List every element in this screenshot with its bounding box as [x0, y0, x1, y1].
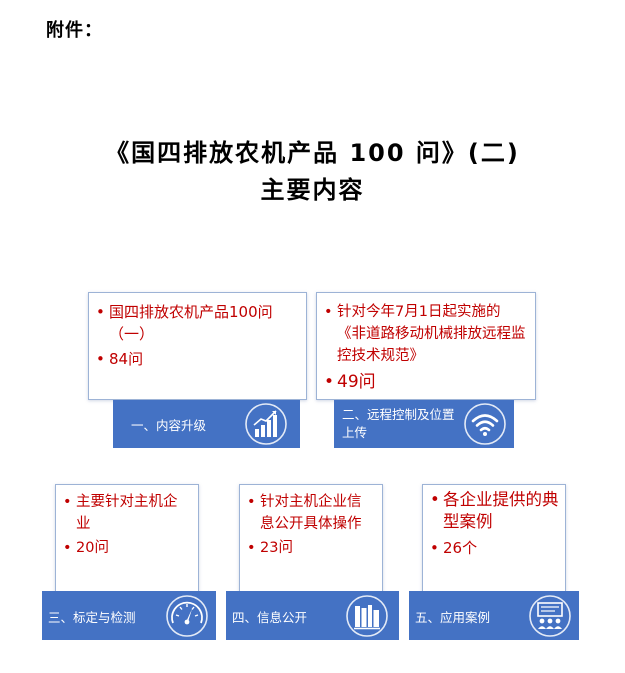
content-card-2: 针对今年7月1日起实施的《非道路移动机械排放远程监控技术规范》 49问 — [316, 292, 536, 400]
attachment-label: 附件： — [46, 20, 103, 41]
section-bar-5: 五、应用案例 — [409, 591, 579, 640]
section-bar-1: 一、内容升级 — [113, 400, 300, 448]
gauge-icon — [164, 593, 210, 639]
section-bar-3-label: 三、标定与检测 — [48, 610, 136, 625]
wifi-icon — [462, 401, 508, 447]
section-bar-4-label: 四、信息公开 — [232, 610, 308, 625]
content-card-1: 国四排放农机产品100问（一） 84问 — [88, 292, 307, 400]
document-subtitle: 主要内容 — [260, 176, 365, 204]
audience-icon — [527, 593, 573, 639]
card-3-bullet-2: 20问 — [60, 537, 190, 559]
card-2-bullet-1: 针对今年7月1日起实施的《非道路移动机械排放远程监控技术规范》 — [321, 301, 527, 367]
section-bar-5-label: 五、应用案例 — [415, 610, 491, 625]
card-1-bullet-2: 84问 — [93, 348, 298, 370]
card-4-bullet-1: 针对主机企业信息公开具体操作 — [244, 491, 374, 535]
section-bar-2-label: 二、远程控制及位置上传 — [342, 407, 455, 440]
card-5-bullet-1: 各企业提供的典型案例 — [427, 489, 559, 533]
card-1-bullet-1: 国四排放农机产品100问（一） — [93, 301, 298, 345]
card-4-bullet-2: 23问 — [244, 537, 374, 559]
bar-chart-icon — [243, 401, 289, 447]
books-icon — [344, 593, 390, 639]
card-2-bullet-2: 49问 — [321, 371, 527, 393]
section-bar-4: 四、信息公开 — [226, 591, 399, 640]
section-bar-3: 三、标定与检测 — [42, 591, 216, 640]
document-title: 《国四排放农机产品 100 问》(二) — [105, 139, 520, 167]
content-card-4: 针对主机企业信息公开具体操作 23问 — [239, 484, 383, 592]
card-5-bullet-2: 26个 — [427, 537, 559, 559]
content-card-5: 各企业提供的典型案例 26个 — [422, 484, 566, 592]
content-card-3: 主要针对主机企业 20问 — [55, 484, 199, 592]
section-bar-1-label: 一、内容升级 — [131, 418, 207, 433]
card-3-bullet-1: 主要针对主机企业 — [60, 491, 190, 535]
section-bar-2: 二、远程控制及位置上传 — [334, 400, 514, 448]
